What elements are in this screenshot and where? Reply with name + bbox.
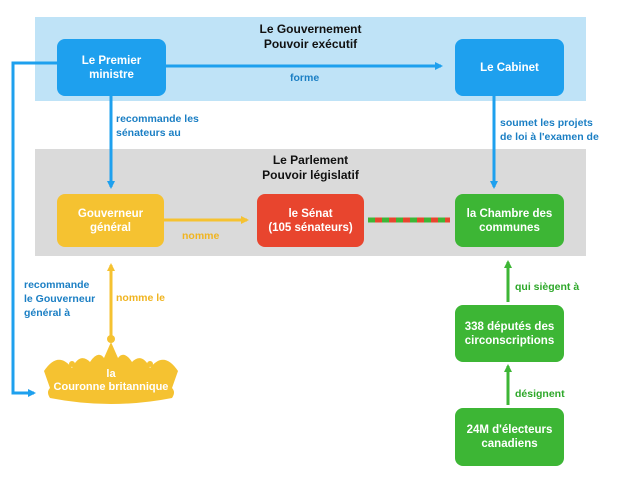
label-nomme-le-text: nomme le	[116, 292, 166, 304]
parliament-title-line1: Le Parlement	[272, 153, 349, 167]
label-designent: désignent	[515, 387, 565, 401]
electeurs-line1: 24M d'électeurs	[466, 424, 553, 436]
deputes-line1: 338 députés des	[464, 320, 555, 333]
electeurs-box: 24M d'électeurs canadiens	[455, 408, 564, 466]
gouverneur-line2: général	[90, 221, 131, 234]
couronne-line2: Couronne britannique	[53, 381, 169, 393]
label-recommande-gg-line2: le Gouverneur	[24, 293, 96, 305]
label-nomme-text: nomme	[182, 230, 220, 242]
deputes-line2: circonscriptions	[464, 334, 555, 347]
electeurs-line2: canadiens	[481, 438, 538, 450]
gouverneur-box: Gouverneur général	[57, 194, 164, 247]
label-soumet-line2: de loi à l'examen de	[500, 131, 599, 143]
label-nomme: nomme	[182, 229, 219, 243]
senat-box: le Sénat (105 sénateurs)	[257, 194, 364, 247]
gouverneur-line1: Gouverneur	[77, 207, 144, 220]
senat-line2: (105 sénateurs)	[268, 221, 353, 234]
label-nomme-le: nomme le	[116, 291, 165, 305]
label-forme-text: forme	[290, 72, 320, 84]
executive-title: Le Gouvernement Pouvoir exécutif	[35, 22, 586, 52]
label-forme: forme	[290, 71, 319, 85]
label-qui-siegent: qui siègent à	[515, 280, 579, 294]
deputes-box: 338 députés des circonscriptions	[455, 305, 564, 362]
senat-line1: le Sénat	[288, 207, 333, 220]
label-soumet: soumet les projets de loi à l'examen de	[500, 116, 599, 144]
couronne-line1: la	[106, 368, 116, 380]
chambre-line1: la Chambre des	[466, 207, 553, 220]
cabinet-line1: Le Cabinet	[480, 61, 539, 74]
label-recommande-gg-line3: général à	[24, 307, 71, 319]
chambre-line2: communes	[479, 221, 540, 234]
cabinet-box: Le Cabinet	[455, 39, 564, 96]
parliament-title: Le Parlement Pouvoir législatif	[35, 153, 586, 183]
arrow-recommande-gg	[11, 61, 57, 397]
label-recommande-senateurs: recommande les sénateurs au	[116, 112, 199, 140]
label-soumet-line1: soumet les projets	[500, 117, 593, 129]
executive-title-line1: Le Gouvernement	[259, 22, 362, 36]
label-recommande-senateurs-line2: sénateurs au	[116, 127, 181, 139]
premier-ministre-box: Le Premier ministre	[57, 39, 166, 96]
chambre-box: la Chambre des communes	[455, 194, 564, 247]
label-recommande-gg: recommande le Gouverneur général à	[24, 278, 95, 320]
label-qui-siegent-text: qui siègent à	[515, 281, 580, 293]
label-recommande-gg-line1: recommande	[24, 279, 90, 291]
crown-icon	[44, 335, 178, 404]
premier-ministre-line1: Le Premier	[81, 54, 142, 67]
parliament-title-line2: Pouvoir législatif	[262, 168, 359, 182]
executive-title-line2: Pouvoir exécutif	[263, 37, 358, 51]
premier-ministre-line2: ministre	[89, 68, 134, 81]
couronne-label: la Couronne britannique	[44, 368, 178, 394]
label-recommande-senateurs-line1: recommande les	[116, 113, 199, 125]
label-designent-text: désignent	[515, 388, 565, 400]
